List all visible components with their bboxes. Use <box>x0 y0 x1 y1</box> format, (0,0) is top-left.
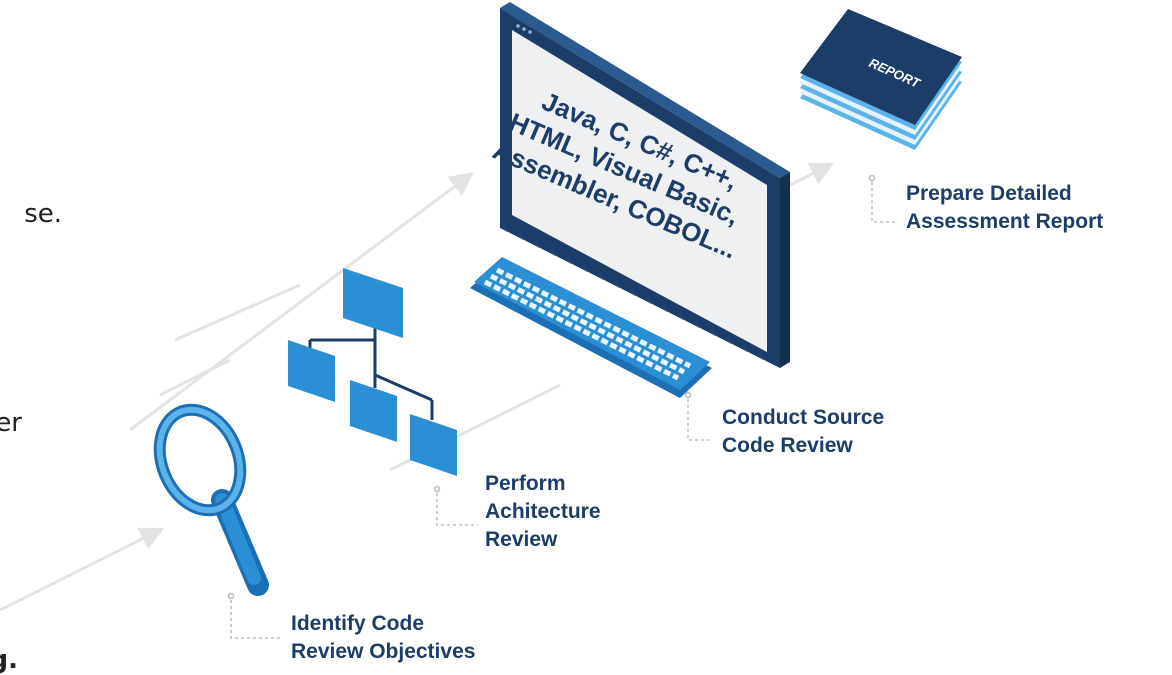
magnifier-icon <box>153 403 269 596</box>
step-label-report: Prepare Detailed Assessment Report <box>906 180 1103 236</box>
keyboard-icon <box>470 257 712 398</box>
step-label-line: Review <box>485 528 558 551</box>
step-label-line: Conduct Source <box>722 406 885 429</box>
monitor-screen <box>512 30 767 352</box>
report-stack-icon: REPORT <box>800 9 962 150</box>
step-label-line: Achitecture <box>485 500 601 523</box>
step-label-architecture: Perform Achitecture Review <box>485 470 601 554</box>
step-label-line: Assessment Report <box>906 210 1104 233</box>
side-text-fragment-1: se. <box>24 199 62 229</box>
step-label-source-code: Conduct Source Code Review <box>722 404 884 460</box>
step-label-line: Code Review <box>722 434 853 457</box>
label-connectors <box>227 174 897 639</box>
step-label-line: Prepare Detailed <box>906 182 1072 205</box>
hierarchy-icon <box>288 268 457 476</box>
step-label-line: Review Objectives <box>291 640 476 663</box>
computer-monitor-icon: Java, C, C#, C++, HTML, Visual Basic, As… <box>489 2 790 368</box>
step-label-identify: Identify Code Review Objectives <box>291 610 475 666</box>
step-label-line: Perform <box>485 472 566 495</box>
side-text-fragment-2: er <box>0 408 22 438</box>
side-text-fragment-3: g. <box>0 645 18 675</box>
step-label-line: Identify Code <box>291 612 425 635</box>
